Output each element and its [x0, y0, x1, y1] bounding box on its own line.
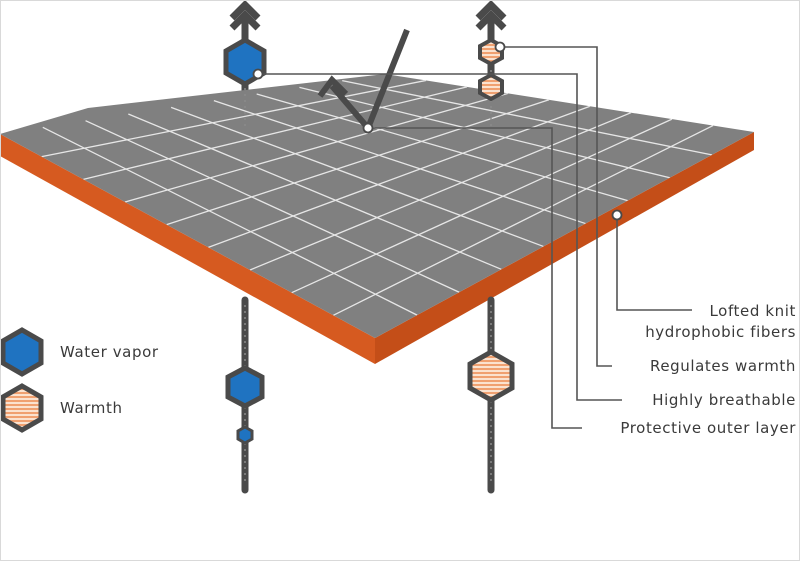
grid-line — [333, 124, 714, 316]
fabric-panel — [0, 74, 754, 364]
legend-warmth-icon — [0, 383, 44, 433]
leader-lofted — [616, 215, 692, 311]
grid-line — [249, 112, 632, 271]
water-vapor-hexagon-lower — [225, 365, 265, 409]
grid-line — [170, 106, 544, 248]
grid-line — [128, 113, 502, 270]
label-hydrophobic-fibers: hydrophobic fibers — [645, 323, 796, 341]
leader-dots — [252, 41, 623, 221]
legend-water-vapor-icon — [0, 327, 44, 377]
arrow-up-icon — [229, 0, 261, 31]
label-lofted-knit: Lofted knit — [709, 302, 796, 320]
panel-edge-left — [0, 134, 375, 364]
grid-line — [166, 99, 550, 226]
label-regulates-warmth: Regulates warmth — [649, 357, 796, 375]
leader-lines — [258, 46, 692, 429]
label-highly-breathable: Highly breathable — [652, 391, 796, 409]
panel-edge-right — [375, 132, 754, 364]
grid-line — [291, 118, 673, 294]
grid-line — [124, 92, 509, 203]
arrow-up-icon — [475, 0, 507, 31]
grid-line — [256, 93, 628, 202]
grid-line — [42, 126, 418, 316]
grid-line — [342, 80, 713, 156]
grid-line — [299, 86, 670, 179]
grid-line — [41, 79, 427, 158]
water-vapor-hexagon-small — [236, 425, 254, 445]
grid-line — [85, 120, 460, 293]
legend-water-vapor-label: Water vapor — [60, 343, 159, 361]
warmth-hexagon-lower — [467, 349, 515, 403]
grid-line — [208, 105, 591, 248]
grid-line — [213, 100, 586, 225]
legend-warmth-label: Warmth — [60, 399, 123, 417]
warmth-hexagon-top-mid — [478, 72, 504, 102]
leader-protective — [368, 127, 582, 429]
leader-breathable — [258, 73, 622, 401]
grid-line — [83, 86, 468, 180]
label-protective-outer-layer: Protective outer layer — [620, 419, 796, 437]
panel-grid — [41, 79, 714, 316]
leader-regulates — [500, 46, 612, 367]
